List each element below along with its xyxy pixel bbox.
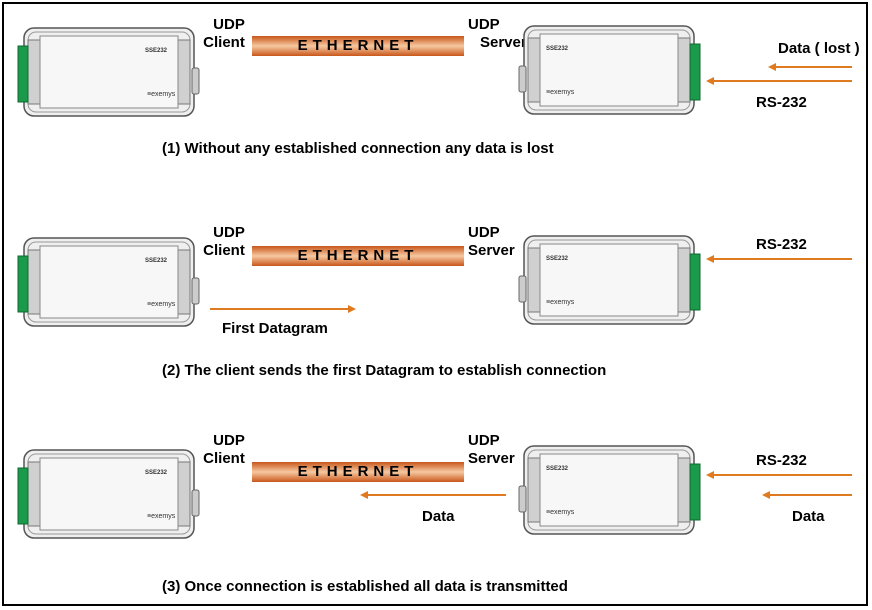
rs232-arrow bbox=[706, 77, 852, 85]
rs232-arrow bbox=[706, 471, 852, 479]
data-right-label: Data bbox=[792, 508, 825, 525]
panel-2-caption: (2) The client sends the first Datagram … bbox=[162, 362, 607, 379]
udp-client-label: UDP Client bbox=[203, 224, 248, 260]
rs232-label: RS-232 bbox=[756, 452, 807, 469]
first-datagram-label: First Datagram bbox=[222, 320, 328, 337]
udp-client-line2: Client bbox=[203, 450, 245, 467]
ethernet-cable: ETHERNET bbox=[252, 462, 464, 482]
green-connector-icon bbox=[17, 45, 29, 103]
udp-server-line1: UDP bbox=[468, 16, 500, 33]
udp-server-line2: Server bbox=[468, 242, 515, 259]
ethernet-label: ETHERNET bbox=[297, 37, 419, 54]
exemys-logo-icon: ≡exemys bbox=[147, 513, 176, 520]
data-lost-label: Data ( lost ) bbox=[778, 40, 860, 57]
data-input-arrow bbox=[762, 491, 852, 499]
udp-server-label: UDP Server bbox=[468, 432, 515, 468]
udp-server-line2: Server bbox=[480, 34, 527, 51]
rs232-label: RS-232 bbox=[756, 94, 807, 111]
udp-client-line2: Client bbox=[203, 242, 245, 259]
exemys-logo-icon: ≡exemys bbox=[546, 89, 575, 96]
client-device: SSE232 ≡exemys bbox=[14, 26, 204, 118]
server-device: SSE232 ≡exemys bbox=[514, 24, 704, 116]
udp-server-line2: Server bbox=[468, 450, 515, 467]
client-device: SSE232 ≡exemys bbox=[14, 448, 204, 540]
panel-3-caption: (3) Once connection is established all d… bbox=[162, 578, 568, 595]
udp-client-line1: UDP bbox=[213, 432, 245, 449]
device-model-text: SSE232 bbox=[145, 470, 168, 476]
ethernet-cable: ETHERNET bbox=[252, 246, 464, 266]
green-connector-icon bbox=[689, 43, 701, 101]
exemys-logo-icon: ≡exemys bbox=[546, 509, 575, 516]
exemys-logo-icon: ≡exemys bbox=[147, 301, 176, 308]
device-model-text: SSE232 bbox=[145, 48, 168, 54]
device-model-text: SSE232 bbox=[546, 46, 569, 52]
data-middle-label: Data bbox=[422, 508, 455, 525]
udp-server-line1: UDP bbox=[468, 432, 500, 449]
green-connector-icon bbox=[689, 463, 701, 521]
panel-1-caption: (1) Without any established connection a… bbox=[162, 140, 554, 157]
panel-3: SSE232 ≡exemys UDP Client ETHERNET UDP S… bbox=[4, 404, 870, 604]
udp-server-label: UDP Server bbox=[468, 224, 515, 260]
udp-client-line1: UDP bbox=[213, 16, 245, 33]
udp-client-line1: UDP bbox=[213, 224, 245, 241]
device-model-text: SSE232 bbox=[546, 256, 569, 262]
rs232-label: RS-232 bbox=[756, 236, 807, 253]
rs232-arrow bbox=[706, 255, 852, 263]
client-device: SSE232 ≡exemys bbox=[14, 236, 204, 328]
exemys-logo-icon: ≡exemys bbox=[546, 299, 575, 306]
udp-server-line1: UDP bbox=[468, 224, 500, 241]
udp-server-label: UDP Server bbox=[468, 16, 527, 52]
udp-client-label: UDP Client bbox=[203, 432, 248, 468]
ethernet-label: ETHERNET bbox=[297, 247, 419, 264]
udp-client-label: UDP Client bbox=[203, 16, 248, 52]
green-connector-icon bbox=[17, 467, 29, 525]
ethernet-label: ETHERNET bbox=[297, 463, 419, 480]
green-connector-icon bbox=[17, 255, 29, 313]
device-model-text: SSE232 bbox=[546, 466, 569, 472]
panel-2: SSE232 ≡exemys UDP Client ETHERNET UDP S… bbox=[4, 204, 870, 404]
data-transmit-arrow bbox=[360, 491, 506, 499]
ethernet-cable: ETHERNET bbox=[252, 36, 464, 56]
green-connector-icon bbox=[689, 253, 701, 311]
data-lost-arrow bbox=[768, 63, 852, 71]
panel-1: SSE232 ≡exemys UDP Client ETHERNET bbox=[4, 4, 870, 204]
device-model-text: SSE232 bbox=[145, 258, 168, 264]
udp-client-line2: Client bbox=[203, 34, 245, 51]
server-device: SSE232 ≡exemys bbox=[514, 444, 704, 536]
server-device: SSE232 ≡exemys bbox=[514, 234, 704, 326]
exemys-logo-icon: ≡exemys bbox=[147, 91, 176, 98]
first-datagram-arrow bbox=[210, 305, 356, 313]
